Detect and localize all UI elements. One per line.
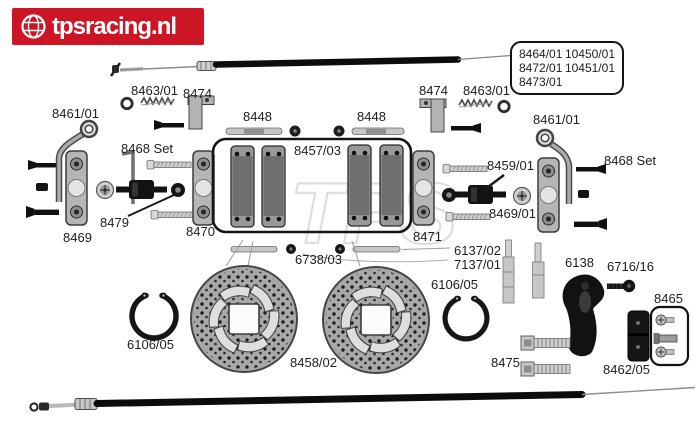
set-screw-right-1	[442, 164, 488, 174]
coupler-8479	[116, 180, 167, 199]
part-label-8474-right: 8474	[419, 83, 448, 98]
part-label-8463-left: 8463/01	[131, 83, 178, 98]
caliper-plate-8471	[412, 150, 435, 226]
adjuster-screw-2	[520, 361, 571, 377]
part-label-8463-right: 8463/01	[463, 83, 510, 98]
flathead-screw-left	[154, 120, 184, 130]
part-label-6738: 6738/03	[295, 252, 342, 267]
part-label-6716: 6716/16	[607, 259, 654, 274]
part-label-8465: 8465	[654, 291, 683, 306]
part-label-8479: 8479	[100, 215, 129, 230]
brake-disc-left	[191, 266, 297, 372]
brake-disc-right	[323, 267, 429, 373]
part-label-8471: 8471	[413, 229, 442, 244]
callout-lines	[225, 239, 451, 267]
o-ring-left	[120, 96, 134, 111]
round-nut-left	[95, 180, 115, 200]
brake-pad-2	[261, 145, 286, 228]
set-screw-left-1	[146, 160, 192, 170]
part-label-8468-right: 8468 Set	[604, 153, 657, 168]
cable-elbow-left	[55, 119, 99, 202]
adjuster-screw-1	[520, 335, 571, 351]
part-label-7137: 7137/01	[454, 257, 501, 272]
logo-text: tpsracing.nl	[52, 12, 177, 40]
screw-6716	[607, 279, 636, 293]
part-label-8458: 8458/02	[290, 355, 337, 370]
callout-line-8479	[127, 194, 175, 217]
cable-elbow-right	[535, 128, 573, 204]
part-label-8469-01: 8469/01	[489, 206, 536, 221]
spring-right	[458, 99, 493, 108]
callout-line-8459	[483, 174, 505, 191]
screws-6738	[230, 244, 401, 254]
part-label-8461-left: 8461/01	[52, 106, 99, 121]
screw-set-8465	[649, 305, 690, 367]
brake-cable-top	[109, 54, 512, 77]
part-label-8448-left: 8448	[243, 109, 272, 124]
part-label-6106-left: 6106/05	[127, 337, 174, 352]
mount-screws-far-right	[574, 164, 607, 230]
partnumber-row: 8464/01 10450/01	[519, 47, 615, 61]
brake-plate-right	[537, 157, 560, 233]
round-nut-right	[512, 186, 532, 206]
set-screw-left-2	[150, 210, 196, 220]
flathead-screw-right	[451, 123, 481, 133]
part-label-8457: 8457/03	[294, 143, 341, 158]
part-label-8470: 8470	[186, 224, 215, 239]
spacer-pins	[502, 239, 545, 304]
set-screw-right-2	[445, 212, 491, 222]
pad-pins-8448	[225, 125, 405, 137]
o-ring-right	[497, 99, 511, 114]
cable-partnumbers-box: 8464/01 10450/01 8472/01 10451/01 8473/0…	[510, 41, 624, 95]
snap-ring-right	[445, 296, 487, 339]
brake-plate-8469	[65, 150, 88, 226]
part-label-6106-right: 6106/05	[431, 277, 478, 292]
brake-mount-6138	[562, 274, 605, 357]
cable-bracket-right	[419, 98, 447, 133]
black-ring-right	[442, 188, 456, 202]
caliper-plate-8470	[192, 150, 215, 226]
snap-ring-left	[132, 293, 176, 338]
part-label-8448-right: 8448	[357, 109, 386, 124]
part-label-8461-right: 8461/01	[533, 112, 580, 127]
part-label-8459: 8459/01	[487, 158, 534, 173]
partnumber-row: 8472/01 10451/01	[519, 61, 615, 75]
part-label-8475: 8475	[491, 355, 520, 370]
part-label-8468-left: 8468 Set	[121, 141, 174, 156]
part-label-8469: 8469	[63, 230, 92, 245]
brake-pad-3	[347, 144, 372, 227]
pad-set-outline	[211, 137, 413, 234]
part-label-6137: 6137/02	[454, 243, 501, 258]
tpsracing-logo: tpsracing.nl	[12, 8, 204, 45]
brake-pad-4	[379, 144, 404, 227]
cable-bracket-left	[187, 95, 215, 130]
part-label-8474-left: 8474	[183, 86, 212, 101]
brake-pad-1	[230, 145, 255, 228]
partnumber-row: 8473/01	[519, 75, 563, 89]
mount-screws-far-left	[26, 160, 59, 218]
globe-icon	[21, 14, 46, 39]
spring-left	[140, 97, 175, 106]
block-8462	[627, 310, 650, 362]
part-label-6138: 6138	[565, 255, 594, 270]
coupler-8459	[455, 185, 506, 204]
part-label-8462: 8462/05	[603, 362, 650, 377]
brake-cable-bottom	[29, 386, 696, 412]
